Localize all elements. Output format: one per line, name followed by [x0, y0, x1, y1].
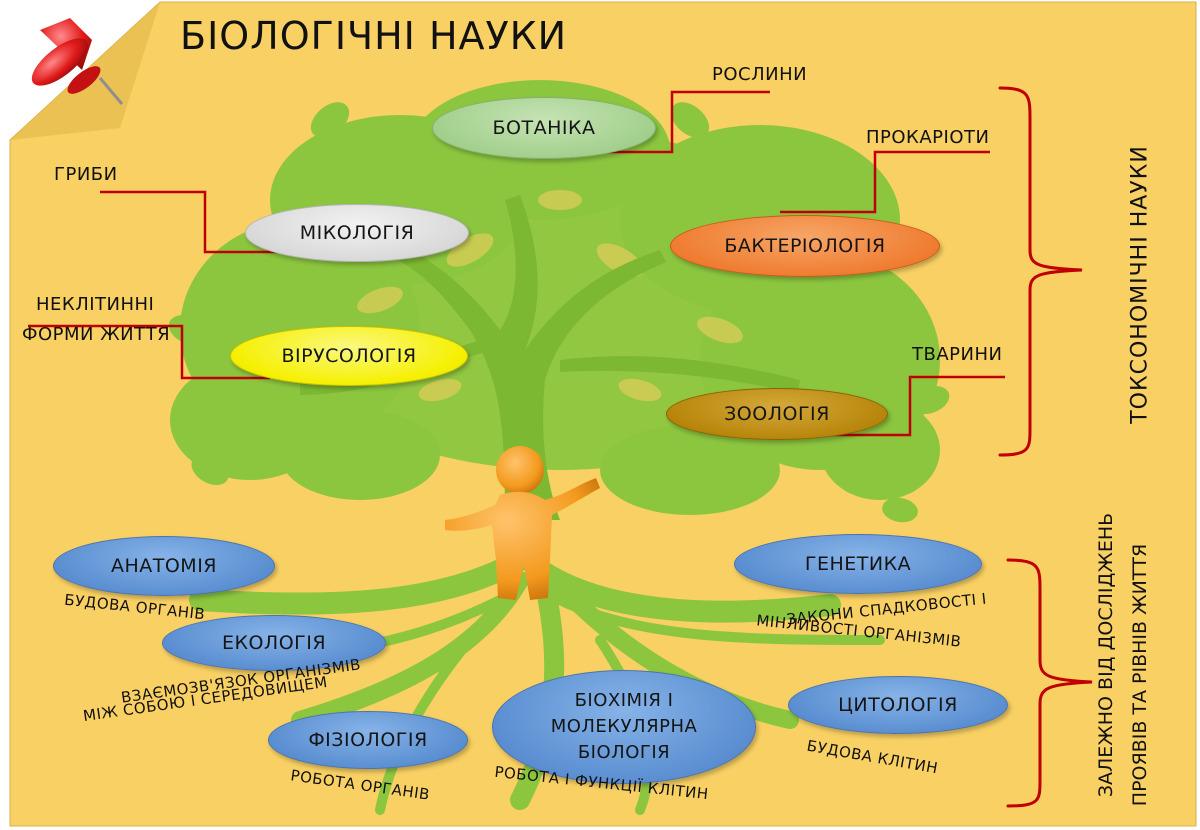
virology-object-label-line1: НЕКЛІТИННІ	[36, 294, 155, 315]
taxonomic-brace-label: ТОКСОНОМІЧНІ НАУКИ	[1127, 145, 1153, 424]
leader-lines	[28, 90, 1005, 437]
bacteriology-label: БАКТЕРІОЛОГІЯ	[724, 235, 886, 257]
botany-object-label: РОСЛИНИ	[712, 64, 808, 85]
biochemistry-label-line1: БІОХІМІЯ І	[574, 690, 674, 711]
oval-cytology: ЦИТОЛОГІЯ	[788, 676, 1008, 734]
ecology-label: ЕКОЛОГІЯ	[221, 632, 327, 654]
oval-mycology: МІКОЛОГІЯ	[245, 204, 469, 262]
genetics-label: ГЕНЕТИКА	[804, 553, 912, 575]
levels-brace-label-line1: ЗАЛЕЖНО ВІД ДОСЛІДЖЕНЬ	[1095, 512, 1117, 798]
oval-botany: БОТАНІКА	[432, 97, 656, 159]
mycology-label: МІКОЛОГІЯ	[299, 222, 415, 244]
anatomy-label: АНАТОМІЯ	[110, 555, 218, 577]
zoology-object-label: ТВАРИНИ	[912, 344, 1003, 365]
zoology-label: ЗООЛОГІЯ	[724, 403, 830, 425]
canopy-texture	[357, 190, 743, 402]
oval-bacteriology: БАКТЕРІОЛОГІЯ	[670, 215, 940, 277]
person-figure-icon	[445, 446, 600, 600]
oval-anatomy: АНАТОМІЯ	[53, 536, 275, 596]
pushpin-icon	[31, 18, 124, 105]
bacteriology-object-label: ПРОКАРІОТИ	[866, 127, 990, 148]
virology-object-label-line2: ФОРМИ ЖИТТЯ	[22, 324, 171, 345]
biochemistry-label-line2: МОЛЕКУЛЯРНА	[550, 716, 698, 737]
oval-zoology: ЗООЛОГІЯ	[666, 388, 888, 440]
botany-label: БОТАНІКА	[492, 117, 596, 139]
levels-brace-label-line2: ПРОЯВІВ ТА РІВНІВ ЖИТТЯ	[1129, 543, 1151, 807]
oval-biochemistry: БІОХІМІЯ І МОЛЕКУЛЯРНА БІОЛОГІЯ	[492, 670, 756, 784]
physiology-label: ФІЗІОЛОГІЯ	[308, 729, 428, 751]
oval-genetics: ГЕНЕТИКА	[734, 534, 982, 594]
brace-taxonomic	[998, 86, 1083, 457]
page-title: БІОЛОГІЧНІ НАУКИ	[180, 14, 568, 58]
oval-physiology: ФІЗІОЛОГІЯ	[268, 711, 468, 769]
mycology-object-label: ГРИБИ	[54, 164, 118, 185]
brace-levels	[1006, 558, 1093, 808]
oval-ecology: ЕКОЛОГІЯ	[162, 615, 386, 671]
biochemistry-label-line3: БІОЛОГІЯ	[577, 742, 671, 763]
cytology-label: ЦИТОЛОГІЯ	[838, 694, 958, 716]
virology-label: ВІРУСОЛОГІЯ	[281, 345, 417, 367]
oval-virology: ВІРУСОЛОГІЯ	[230, 326, 468, 386]
